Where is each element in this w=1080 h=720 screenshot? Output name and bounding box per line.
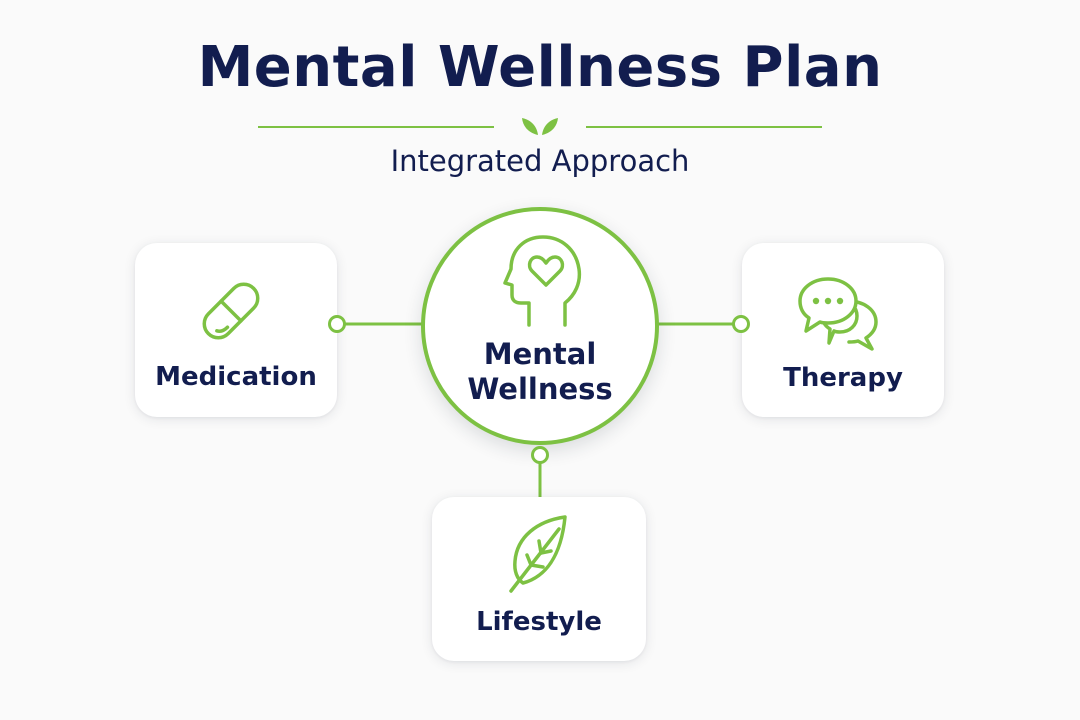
sprout-icon bbox=[522, 118, 558, 135]
divider-line-left bbox=[258, 126, 494, 128]
lifestyle-card: Lifestyle bbox=[432, 497, 646, 661]
subtitle: Integrated Approach bbox=[390, 144, 690, 178]
lifestyle-label: Lifestyle bbox=[476, 607, 602, 637]
center-label: Mental Wellness bbox=[425, 337, 655, 407]
medication-label: Medication bbox=[155, 362, 317, 392]
connector-dot-lifestyle bbox=[531, 446, 549, 464]
leaf-icon bbox=[509, 515, 567, 593]
center-label-line1: Mental bbox=[483, 337, 597, 371]
therapy-card: Therapy bbox=[742, 243, 944, 417]
capsule-icon bbox=[202, 282, 260, 340]
center-label-line2: Wellness bbox=[467, 372, 613, 406]
divider-line-right bbox=[586, 126, 822, 128]
head-heart-icon bbox=[503, 235, 582, 327]
medication-card: Medication bbox=[135, 243, 337, 417]
connector-dot-medication bbox=[328, 315, 346, 333]
page-title: Mental Wellness Plan bbox=[197, 35, 883, 100]
mental-wellness-node: Mental Wellness bbox=[421, 207, 659, 445]
chat-bubbles-icon bbox=[798, 277, 878, 351]
connector-dot-therapy bbox=[732, 315, 750, 333]
therapy-label: Therapy bbox=[783, 363, 903, 393]
